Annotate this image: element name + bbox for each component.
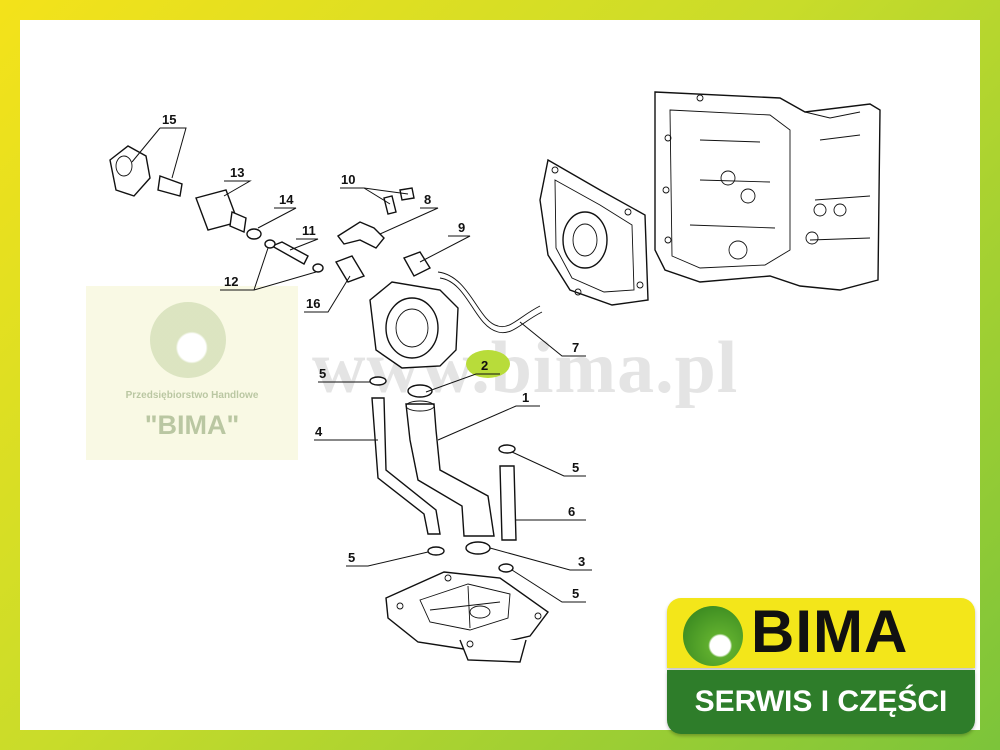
cover-plate [539,158,649,306]
oring-5-lower-right [498,563,514,573]
callout-5-a: 5 [319,366,326,381]
part-6-pipe [499,465,517,541]
callout-numbers: 15 13 14 10 8 11 9 12 16 7 2 5 1 4 5 6 5… [162,112,585,601]
callout-5-d: 5 [572,586,579,601]
callout-11: 11 [302,223,316,238]
oring-2 [407,384,433,398]
gearbox-housing [654,91,881,291]
part-11-bolt [264,239,324,273]
watermark-stamp: Przedsiębiorstwo Handlowe "BIMA" [86,286,298,460]
callout-14: 14 [279,192,294,207]
part-14-washer [246,228,262,240]
logo-ball-icon [683,606,743,666]
watermark-company: Przedsiębiorstwo Handlowe [125,390,259,401]
base-plate [385,571,549,663]
watermark-logo-icon [150,302,226,378]
part-15-elbow [109,145,183,197]
part-16-union [334,255,366,283]
part-1-pipe [405,403,495,537]
part-7-pipe [437,271,541,328]
callout-4: 4 [315,424,323,439]
pump-housing [369,281,459,369]
callout-10: 10 [341,172,355,187]
callout-16: 16 [306,296,320,311]
callout-2-highlight [466,350,510,378]
callout-5-b: 5 [572,460,579,475]
part-10-fitting [383,187,415,215]
logo-slogan: SERWIS I CZĘŚCI [694,685,948,718]
callout-8: 8 [424,192,431,207]
logo-brand: BIMA [751,598,909,665]
logo-top-band: BIMA [667,598,975,668]
callout-2: 2 [481,358,488,373]
leader-lines [131,127,592,603]
callout-1: 1 [522,390,529,405]
part-9-banjo [402,251,432,277]
callout-7: 7 [572,340,579,355]
oring-5-lower-left [427,546,445,556]
watermark-name: "BIMA" [144,410,240,440]
part-13-valve [195,189,247,234]
logo-bottom-band: SERWIS I CZĘŚCI [667,670,975,734]
oring-3 [465,541,491,555]
callout-5-c: 5 [348,550,355,565]
callout-15: 15 [162,112,176,127]
oring-5-right-top [498,444,516,454]
callout-3: 3 [578,554,585,569]
callout-6: 6 [568,504,575,519]
bima-logo: BIMA SERWIS I CZĘŚCI [667,598,975,734]
callout-9: 9 [458,220,465,235]
part-4-pipe [371,397,441,535]
oring-5-top [369,376,387,386]
part-8-fitting [336,221,385,249]
callout-12: 12 [224,274,238,289]
callout-13: 13 [230,165,244,180]
